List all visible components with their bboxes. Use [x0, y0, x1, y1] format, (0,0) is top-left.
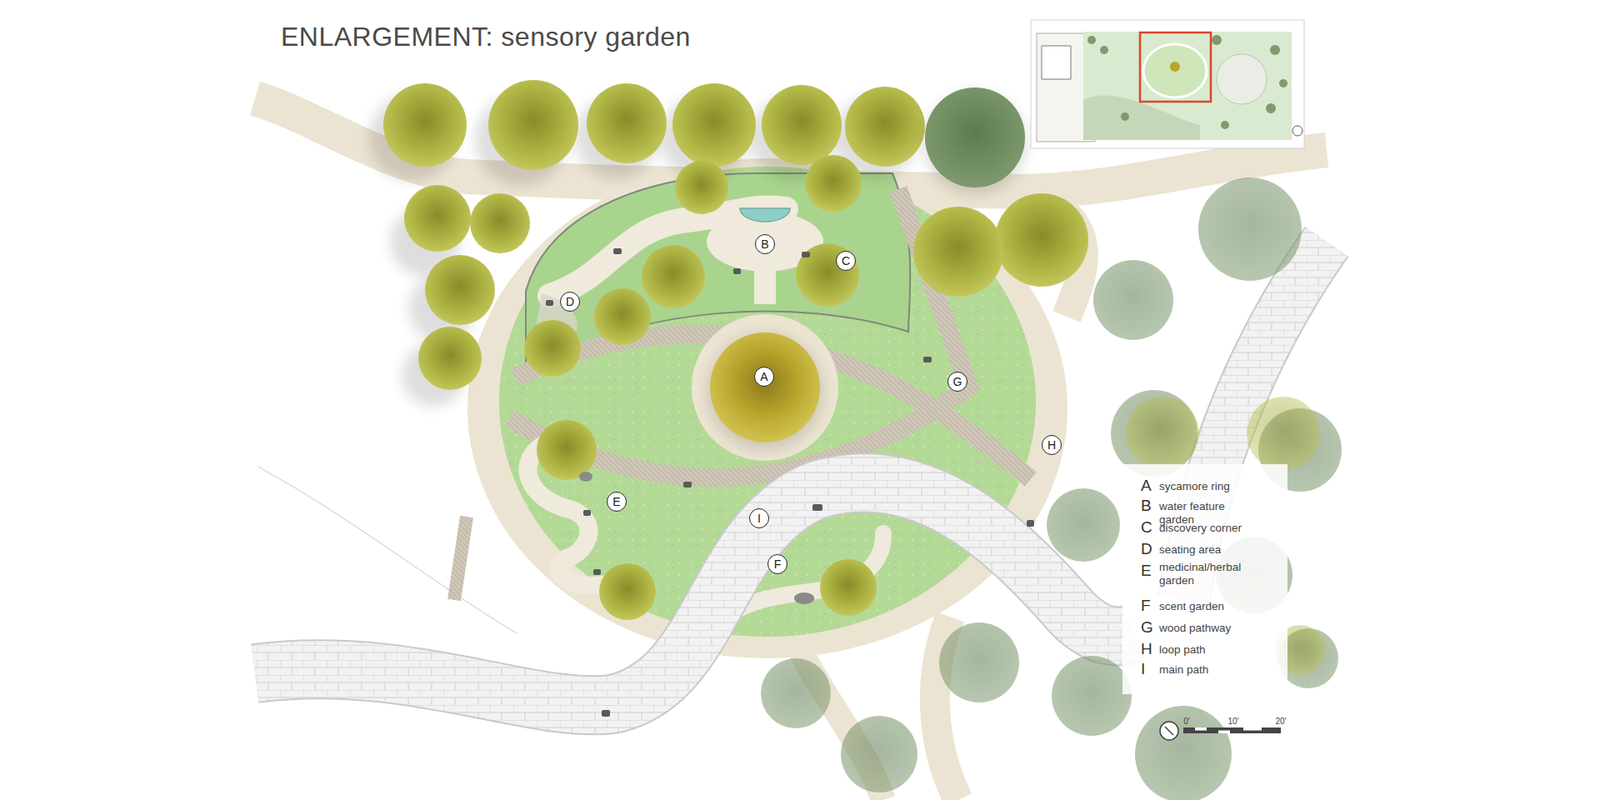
scale-label: 20'	[1275, 716, 1286, 726]
legend-letter: F	[1140, 596, 1151, 615]
title: ENLARGEMENT: sensory garden	[280, 21, 691, 53]
legend-letter: A	[1140, 476, 1152, 495]
legend-letter: H	[1140, 640, 1153, 659]
legend-letter: B	[1140, 496, 1152, 515]
legend-text: sycamore ring	[1159, 480, 1260, 494]
callout-letter: A	[754, 366, 775, 387]
callout-letter: H	[1041, 435, 1062, 455]
callout-letter: G	[947, 371, 968, 392]
callout-letter: F	[767, 554, 788, 575]
legend-text: medicinal/herbal garden	[1159, 560, 1260, 588]
callout-letter: C	[835, 250, 856, 271]
legend-letter: G	[1140, 618, 1154, 637]
callout-letter: D	[560, 291, 580, 312]
legend-letter: D	[1140, 540, 1153, 559]
legend-text: scent garden	[1159, 600, 1260, 614]
callout-letter: B	[755, 234, 775, 255]
legend-text: discovery corner	[1159, 521, 1260, 535]
legend-letter: E	[1140, 561, 1152, 580]
legend-text: wood pathway	[1159, 621, 1260, 635]
legend-letter: C	[1140, 518, 1153, 537]
legend-letter: I	[1140, 660, 1145, 679]
legend-text: main path	[1159, 663, 1260, 677]
scale-label: 10'	[1227, 716, 1239, 726]
scale-label: 0'	[1183, 716, 1190, 726]
legend-text: loop path	[1159, 643, 1260, 657]
callout-letter: I	[749, 508, 770, 529]
callout-letter: E	[606, 491, 627, 512]
legend-text: seating area	[1159, 543, 1260, 557]
